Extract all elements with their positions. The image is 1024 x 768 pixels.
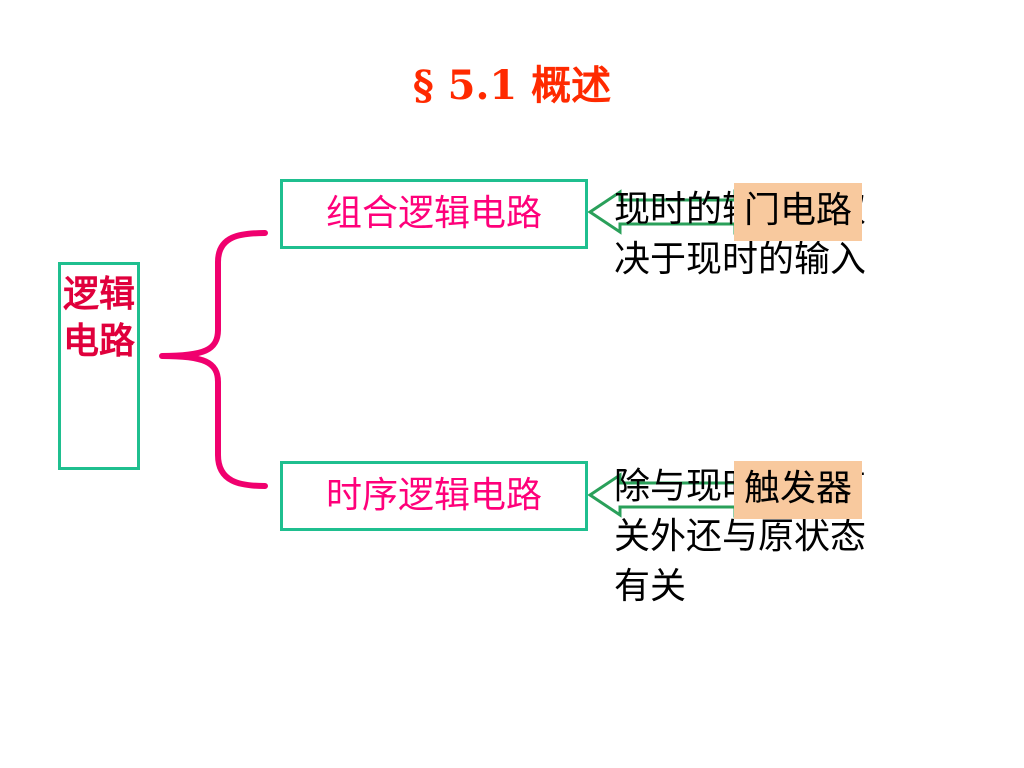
combinational-logic-label: 组合逻辑电路 [325, 193, 542, 234]
description-line: 有关 [614, 566, 687, 607]
logic-circuit-label: 逻辑电路 [62, 274, 135, 362]
curly-brace [159, 230, 268, 489]
description-line: 决于现时的输入 [614, 239, 867, 280]
description-line: 关外还与原状态 [614, 516, 867, 557]
gate-circuit-tag: 门电路 [734, 183, 863, 241]
flip-flop-tag: 触发器 [734, 461, 863, 519]
sequential-logic-box: 时序逻辑电路 [280, 461, 588, 531]
logic-circuit-box: 逻辑电路 [58, 262, 140, 470]
combinational-logic-box: 组合逻辑电路 [280, 179, 588, 249]
slide-title: § 5.1 概述 [412, 62, 612, 109]
sequential-logic-label: 时序逻辑电路 [325, 475, 542, 516]
